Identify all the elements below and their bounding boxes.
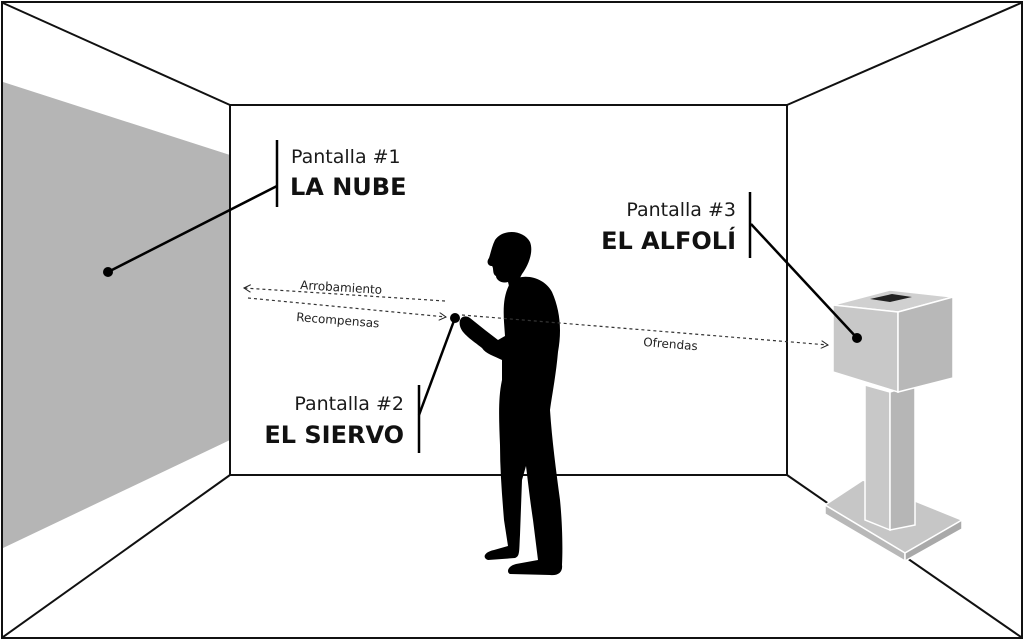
- pedestal-slot: [870, 294, 912, 302]
- screen-2-leader: [417, 317, 457, 416]
- person-body: [459, 276, 563, 576]
- label-bars: [275, 140, 752, 453]
- screen-1-leader: [107, 184, 278, 274]
- screen-1-wall-projection: [3, 82, 230, 548]
- screen-3-marker-dot: [852, 333, 862, 343]
- screen-1-name-label: LA NUBE: [290, 173, 406, 201]
- screen-2-name-label: EL SIERVO: [264, 421, 404, 449]
- screen-1-marker-dot: [103, 267, 113, 277]
- person-head: [487, 231, 532, 290]
- screen-2-marker-dot: [450, 313, 460, 323]
- screen-3-number-label: Pantalla #3: [626, 199, 736, 221]
- screen-2-number-label: Pantalla #2: [294, 393, 404, 415]
- screen-1-number-label: Pantalla #1: [291, 146, 401, 168]
- flow-ofrendas-arrow: [461, 314, 828, 345]
- flow-recompensas-label: Recompensas: [296, 310, 380, 330]
- pedestal-column-front: [864, 384, 891, 532]
- left-floor-edge: [2, 474, 231, 638]
- flow-arrobamiento-label: Arrobamiento: [300, 278, 383, 297]
- screen-3-leader: [750, 223, 858, 339]
- screen-3-name-label: EL ALFOLÍ: [601, 226, 736, 255]
- person-silhouette: [459, 231, 563, 576]
- callout-leaders: [107, 184, 858, 416]
- pedestal-base-side: [904, 518, 963, 563]
- right-ceiling-edge: [786, 2, 1022, 106]
- left-ceiling-edge: [2, 2, 231, 106]
- flow-ofrendas-label: Ofrendas: [643, 335, 698, 353]
- pedestal-box-side: [897, 296, 954, 393]
- pedestal-column-side: [889, 382, 916, 531]
